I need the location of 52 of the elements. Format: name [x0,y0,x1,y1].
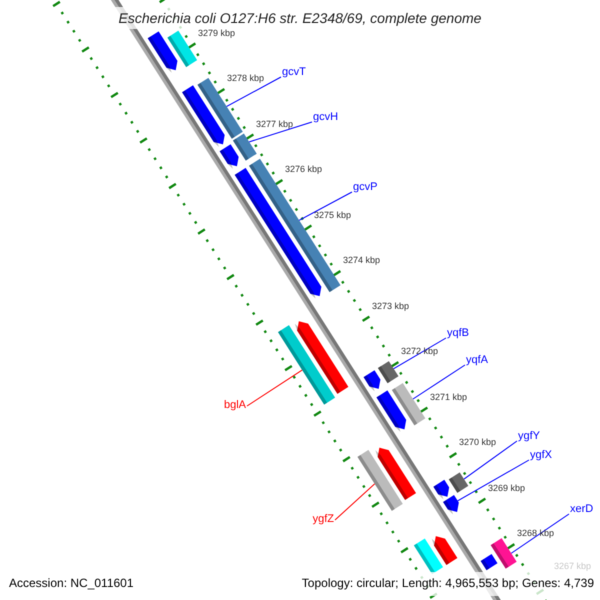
gene-label: ygfY [518,430,540,443]
gene-glyph [376,390,406,432]
gene-glyph [364,370,380,392]
gene-label: gcvT [282,66,306,79]
gene-glyph [432,536,458,565]
accession-text: Accession: NC_011601 [9,576,134,590]
gene-glyph [232,133,257,161]
tick-label: 3277 kbp [256,118,294,130]
leader-line [457,460,530,502]
tick-label: 3278 kbp [227,73,264,84]
gene-label: yqfA [466,354,488,367]
gene-label: gcvP [353,181,378,194]
gene-glyph [278,325,336,405]
gene-glyph [443,494,459,514]
gene-label: gcvH [313,111,338,124]
gene-glyph [433,480,450,500]
gene-label: bglA [224,399,246,412]
leader-line [510,514,570,554]
gene-glyph [480,554,498,570]
tick-label: 3274 kbp [343,255,380,266]
tick-label: 3270 kbp [459,437,496,448]
gene-glyph [167,30,198,68]
gene-glyph [448,472,468,493]
leader-line [412,364,466,400]
gene-glyph [220,144,239,169]
gene-glyph [490,538,517,569]
tick-label: 3272 kbp [401,346,438,358]
leader-line [334,483,376,520]
leader-line [226,76,282,107]
gene-label: xerD [570,503,594,516]
gene-label: ygfX [530,449,552,462]
tick-label: 3271 kbp [430,392,468,403]
gene-glyph [375,448,416,500]
leader-line [393,338,446,370]
tick-label: 3268 kbp [517,528,554,540]
gene-glyph [357,450,403,511]
gene-label: ygfZ [312,513,334,526]
gene-glyph [414,538,444,574]
leader-line [248,122,312,142]
tick-label: 3273 kbp [372,300,410,312]
tick-label: 3275 kbp [314,210,352,221]
gene-label: yqfB [447,327,470,340]
gene-glyph [392,383,426,426]
gene-glyph [294,321,348,394]
tick-label: 3276 kbp [285,164,322,176]
leader-line [298,192,352,221]
tick-label: 3279 kbp [198,28,236,39]
gene-glyph [148,31,178,73]
gene-glyph [182,85,225,147]
leader-line [464,440,518,480]
gene-glyph [378,361,399,384]
tick-label: 3269 kbp [488,482,526,494]
